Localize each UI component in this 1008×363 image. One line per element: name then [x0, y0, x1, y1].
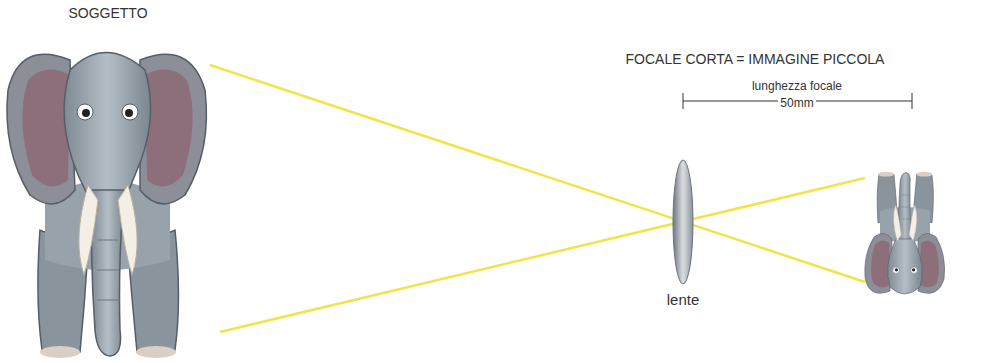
subject-label: SOGGETTO — [68, 6, 147, 21]
lens-label: lente — [667, 292, 700, 309]
dimension-value: 50mm — [778, 97, 815, 110]
subject-elephant — [7, 53, 207, 359]
lens — [673, 160, 693, 284]
light-ray — [210, 65, 865, 282]
dimension-label: lunghezza focale — [752, 80, 842, 93]
light-ray — [220, 178, 865, 332]
title-label: FOCALE CORTA = IMMAGINE PICCOLA — [626, 52, 885, 67]
inverted-image — [865, 172, 945, 294]
